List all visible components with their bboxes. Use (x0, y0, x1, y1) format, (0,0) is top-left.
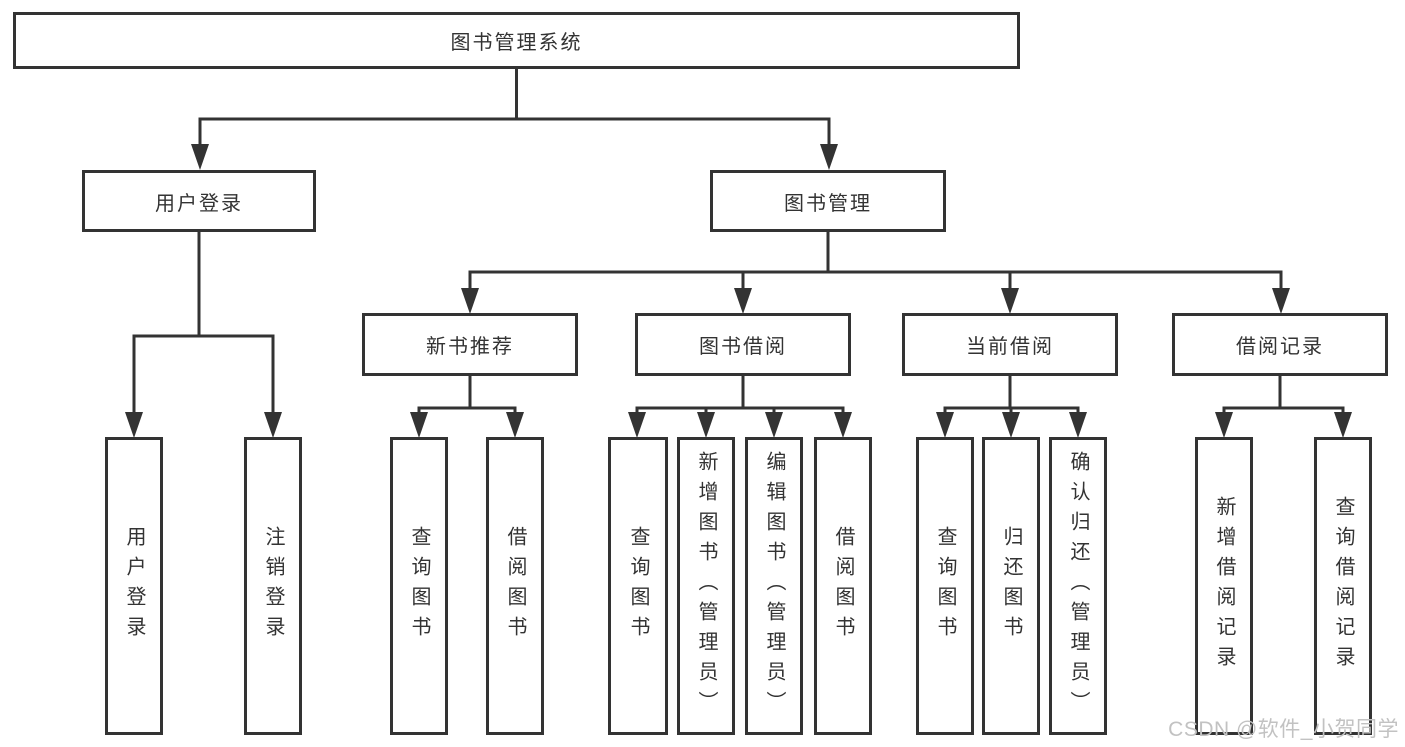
leaf-query-borrow-record-label: 查询借阅记录 (1332, 496, 1354, 676)
leaf-return-books: 归还图书 (982, 437, 1040, 735)
leaf-query-borrow-record: 查询借阅记录 (1314, 437, 1372, 735)
leaf-current-query-books-label: 查询图书 (934, 526, 956, 646)
leaf-current-query-books: 查询图书 (916, 437, 974, 735)
leaf-add-borrow-record-label: 新增借阅记录 (1213, 496, 1235, 676)
leaf-edit-books-admin: 编辑图书（管理员） (745, 437, 803, 735)
node-book-management: 图书管理 (710, 170, 946, 232)
leaf-confirm-return-admin-label: 确认归还（管理员） (1067, 451, 1089, 721)
leaf-confirm-return-admin: 确认归还（管理员） (1049, 437, 1107, 735)
leaf-recommend-borrow-books-label: 借阅图书 (504, 526, 526, 646)
node-current-borrow: 当前借阅 (902, 313, 1118, 376)
node-new-book-recommend: 新书推荐 (362, 313, 578, 376)
leaf-add-borrow-record: 新增借阅记录 (1195, 437, 1253, 735)
node-book-borrow-label: 图书借阅 (699, 336, 787, 358)
leaf-add-books-admin: 新增图书（管理员） (677, 437, 735, 735)
node-borrow-records: 借阅记录 (1172, 313, 1388, 376)
node-book-management-label: 图书管理 (784, 192, 872, 215)
leaf-borrow-books-label: 借阅图书 (832, 526, 854, 646)
leaf-borrow-books: 借阅图书 (814, 437, 872, 735)
leaf-borrow-query-books: 查询图书 (608, 437, 668, 735)
leaf-user-login-label: 用户登录 (123, 526, 145, 646)
leaf-recommend-query-books: 查询图书 (390, 437, 448, 735)
node-user-login-label: 用户登录 (155, 192, 243, 215)
node-current-borrow-label: 当前借阅 (966, 336, 1054, 358)
leaf-logout: 注销登录 (244, 437, 302, 735)
node-new-book-recommend-label: 新书推荐 (426, 336, 514, 358)
leaf-edit-books-admin-label: 编辑图书（管理员） (763, 451, 785, 721)
leaf-borrow-query-books-label: 查询图书 (627, 526, 649, 646)
node-borrow-records-label: 借阅记录 (1236, 336, 1324, 358)
node-root-label: 图书管理系统 (450, 32, 583, 54)
leaf-recommend-borrow-books: 借阅图书 (486, 437, 544, 735)
node-book-borrow: 图书借阅 (635, 313, 851, 376)
leaf-user-login: 用户登录 (105, 437, 163, 735)
csdn-watermark: CSDN @软件_小贺同学 (1168, 718, 1399, 741)
leaf-recommend-query-books-label: 查询图书 (408, 526, 430, 646)
node-root: 图书管理系统 (13, 12, 1020, 69)
leaf-logout-label: 注销登录 (262, 526, 284, 646)
leaf-add-books-admin-label: 新增图书（管理员） (695, 451, 717, 721)
leaf-return-books-label: 归还图书 (1000, 526, 1022, 646)
node-user-login: 用户登录 (82, 170, 316, 232)
